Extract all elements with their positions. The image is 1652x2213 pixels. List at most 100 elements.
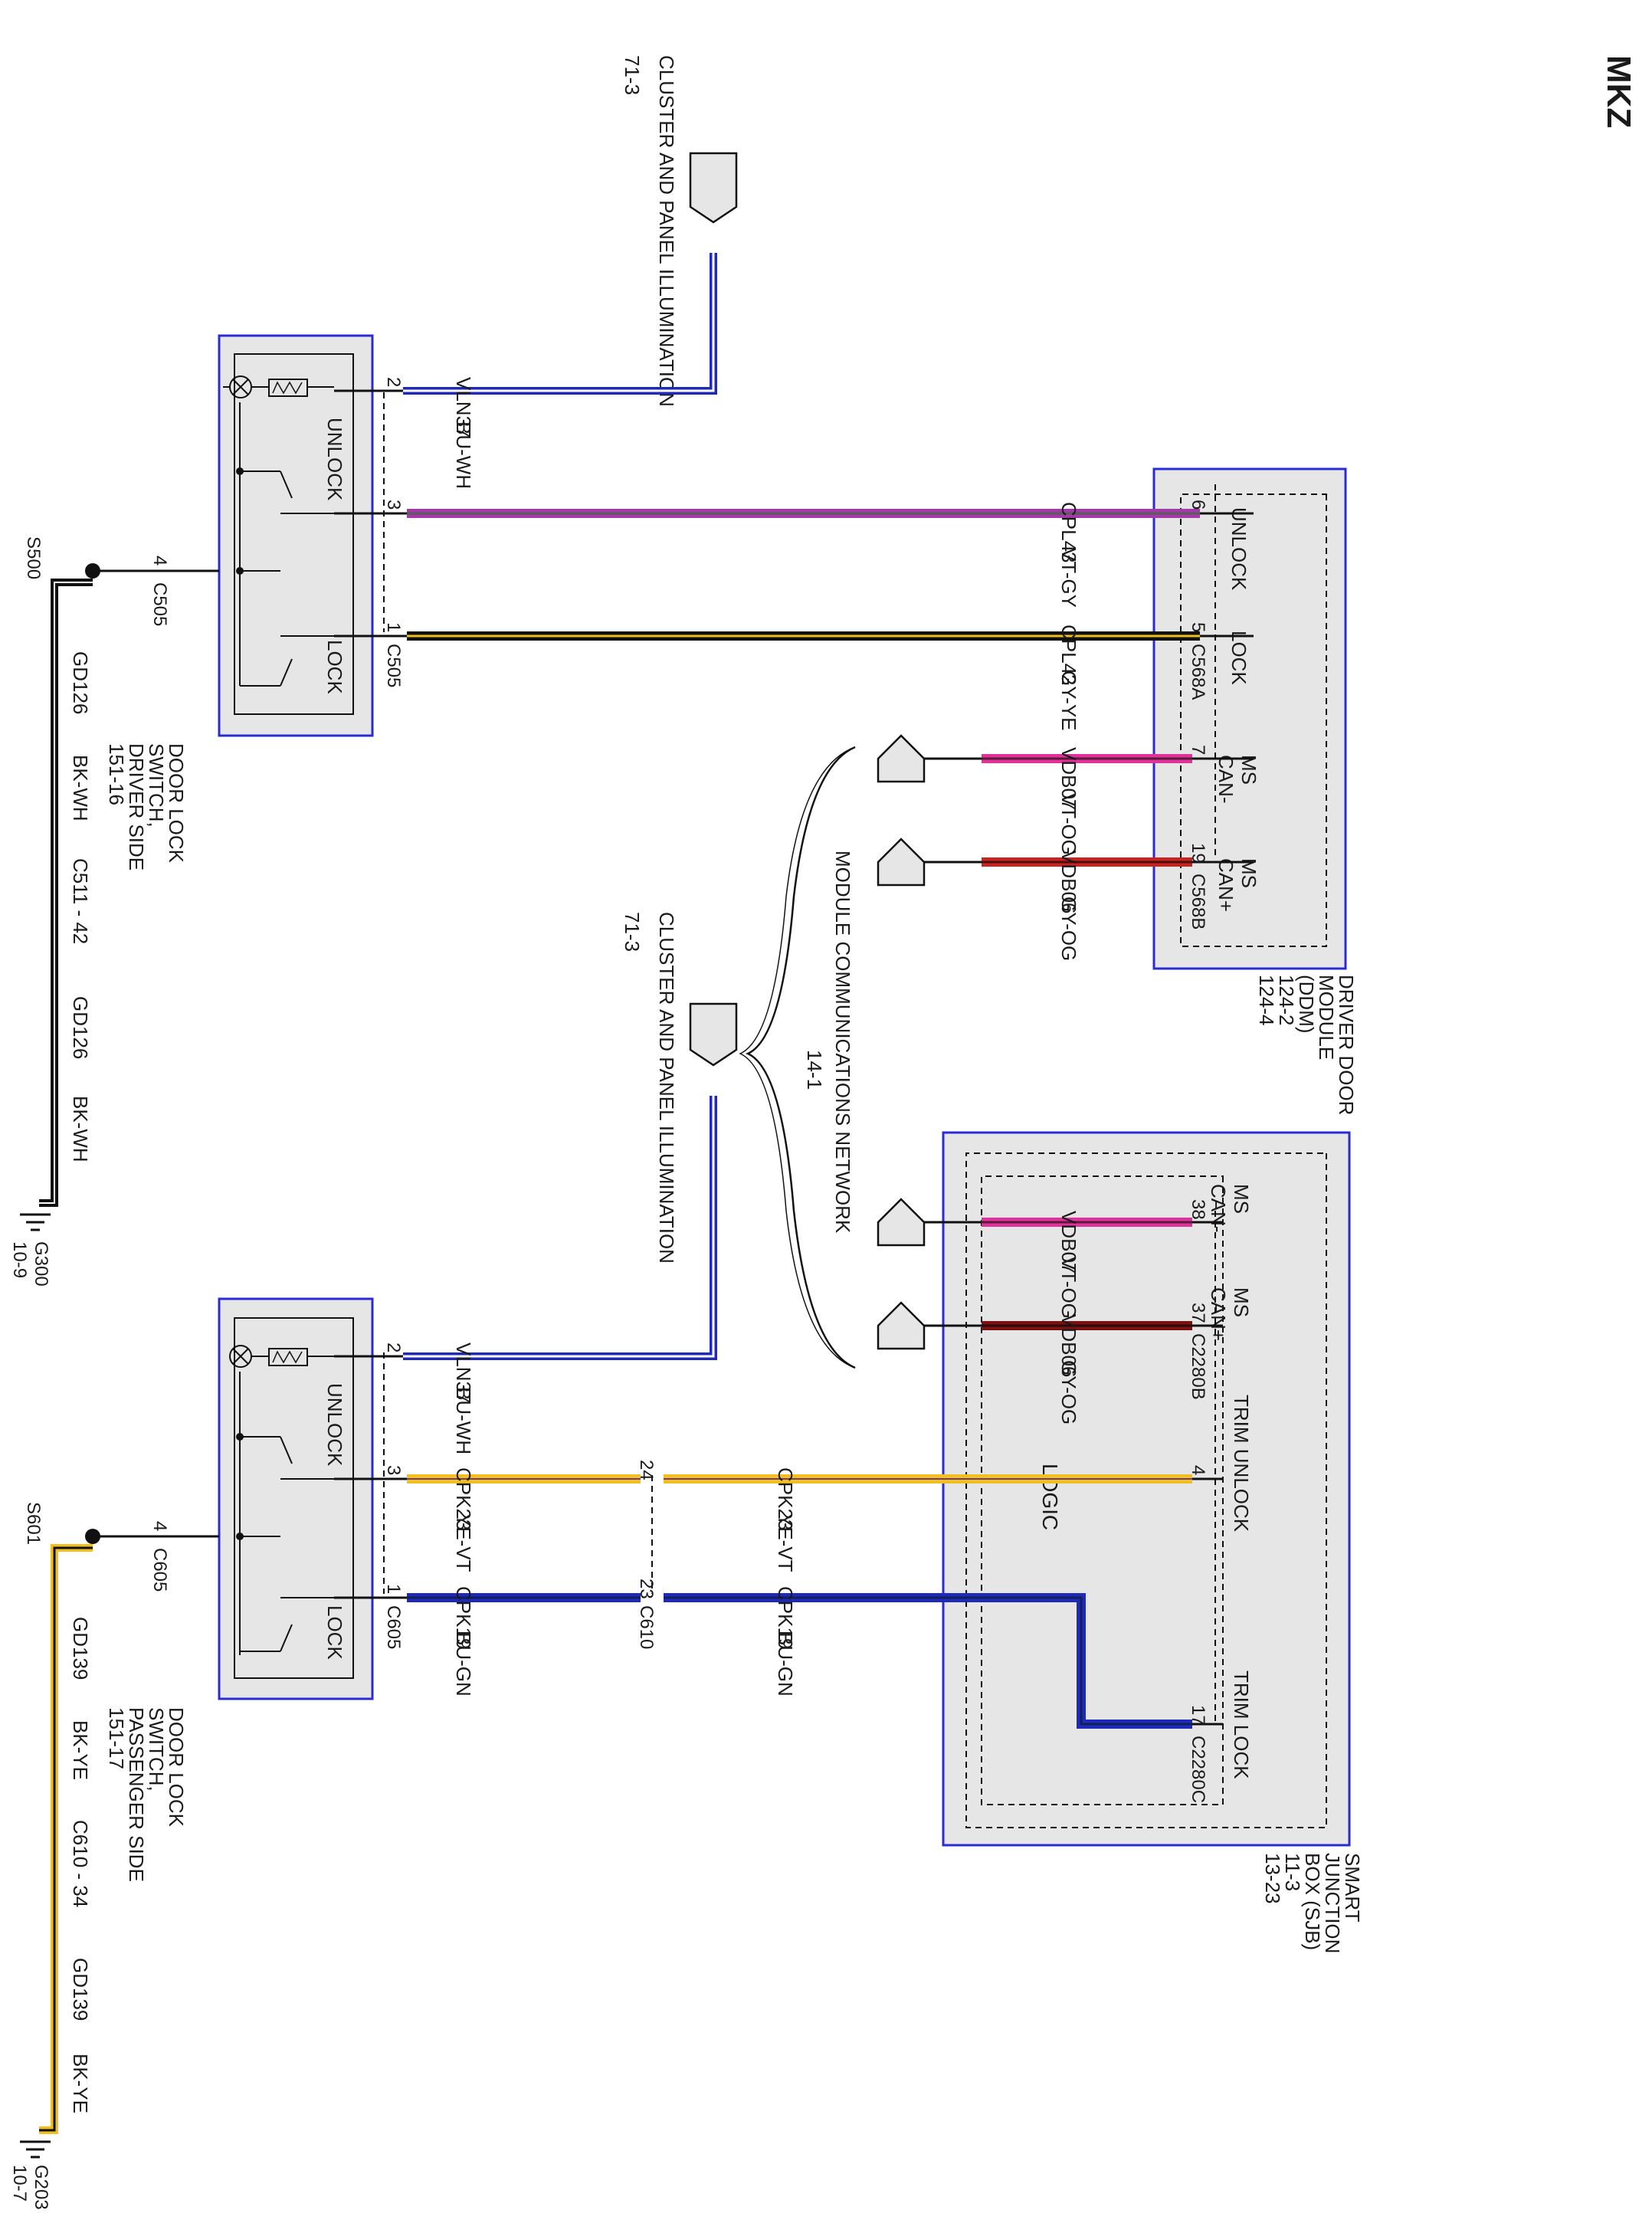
sjb-trim-lock: TRIM LOCK (1230, 1670, 1253, 1779)
driver-switch-unlock: UNLOCK (323, 418, 346, 501)
driver-switch-name-1: DOOR LOCK (165, 743, 188, 864)
cpk19-b-circuit: CPK19 (774, 1586, 797, 1649)
cpl42-circuit: CPL42 (1057, 625, 1080, 686)
vdb07-sjb-circuit: VDB07 (1057, 1211, 1080, 1274)
sjb-name-3: BOX (SJB) (1301, 1853, 1324, 1950)
vln37-top-circuit: VLN37 (452, 377, 475, 438)
driver-switch-pin-1: 1 (383, 622, 404, 632)
vdb06-sjb-circuit: VDB06 (1057, 1314, 1080, 1377)
cpk23-a-color: YE-VT (452, 1513, 475, 1572)
sjb-name-5: 13-23 (1261, 1853, 1284, 1904)
illumination-connector-top: CLUSTER AND PANEL ILLUMINATION 71-3 (621, 55, 738, 407)
c511-inline: C511 - 42 (69, 858, 92, 944)
passenger-switch-lock: LOCK (323, 1605, 346, 1660)
c610-conn: C610 (636, 1605, 657, 1649)
sjb-pin-4: 4 (1188, 1465, 1208, 1475)
c610-pin-24: 24 (636, 1460, 657, 1480)
gd126-a-color: BK-WH (69, 755, 92, 821)
cpl43-color: VT-GY (1057, 548, 1080, 608)
driver-switch-pin-4: 4 (149, 556, 170, 566)
illumination-ref-top: 71-3 (621, 55, 644, 95)
ddm-pin-5: 5 (1188, 622, 1208, 632)
ddm-can-minus-2: CAN- (1214, 755, 1237, 804)
ddm-name-4: 124-2 (1275, 975, 1298, 1026)
passenger-switch-pin-1: 1 (383, 1584, 404, 1594)
driver-switch-lock: LOCK (323, 640, 346, 694)
sjb-conn-b: C2280B (1188, 1333, 1208, 1400)
cpl42-color: GY-YE (1057, 670, 1080, 731)
sjb-pin-37: 37 (1188, 1303, 1208, 1323)
ddm-unlock-label: UNLOCK (1228, 507, 1250, 591)
wire-vln37-top: VLN37 BU-WH 2 (334, 253, 717, 489)
illumination-ref-bottom: 71-3 (621, 912, 644, 952)
model-label: MKZ (1600, 55, 1637, 128)
vdb06-ddm-circuit: VDB06 (1057, 851, 1080, 913)
gd139-a-color: BK-YE (69, 1720, 92, 1780)
passenger-switch-conn: C605 (383, 1605, 404, 1649)
ddm-pin-6: 6 (1188, 500, 1208, 510)
ddm-can-plus-2: CAN+ (1214, 858, 1237, 912)
g203-label: G203 (31, 2165, 51, 2210)
passenger-switch-unlock: UNLOCK (323, 1383, 346, 1467)
ddm-name-5: 124-4 (1255, 975, 1278, 1026)
wire-vln37-bottom: VLN37 BU-WH 2 (334, 1096, 717, 1454)
cpk19-a-circuit: CPK19 (452, 1586, 475, 1649)
wire-cpk19: CPK19 BU-GN CPK19 BU-GN 17 C2280C 23 C61… (334, 1579, 1223, 1803)
cpk19-a-color: BU-GN (452, 1632, 475, 1697)
vdb06-ddm-color: GY-OG (1057, 897, 1080, 961)
sjb-can-plus-1: MS (1230, 1287, 1253, 1317)
illumination-label-bottom: CLUSTER AND PANEL ILLUMINATION (655, 912, 678, 1264)
c610-pin-23: 23 (636, 1579, 657, 1599)
c610-34-inline: C610 - 34 (69, 1820, 92, 1907)
gd126-a-circuit: GD126 (69, 651, 92, 714)
passenger-switch-name-3: PASSENGER SIDE (125, 1707, 148, 1882)
gd139-b-circuit: GD139 (69, 1958, 92, 2021)
gd139-b-color: BK-YE (69, 2054, 92, 2113)
vln37-bottom-circuit: VLN37 (452, 1343, 475, 1404)
smart-junction-box: LOGIC MS CAN- MS CAN+ TRIM UNLOCK TRIM L… (942, 1131, 1364, 1953)
wire-cpl43: CPL43 VT-GY 6 3 (334, 500, 1254, 608)
illumination-connector-bottom: CLUSTER AND PANEL ILLUMINATION 71-3 (621, 912, 738, 1264)
sjb-can-minus-1: MS (1230, 1184, 1253, 1214)
driver-switch-pin-3: 3 (383, 500, 404, 510)
gd139-a-circuit: GD139 (69, 1617, 92, 1680)
wire-vdb06-sjb: VDB06 GY-OG 37 C2280B (877, 1301, 1223, 1425)
ddm-name-1: DRIVER DOOR (1335, 975, 1358, 1115)
wire-vdb07-ddm: VDB07 VT-OG 7 (877, 734, 1254, 855)
ddm-conn-a: C568A (1188, 644, 1208, 700)
driver-ground-circuit: 4 C505 S500 GD126 BK-WH C511 - 42 GD126 … (9, 536, 219, 1287)
passenger-door-lock-switch: UNLOCK LOCK DOOR LOCK SWITCH, PASSENGER … (105, 1297, 374, 1882)
driver-door-lock-switch: UNLOCK LOCK DOOR LOCK SWITCH, DRIVER SID… (105, 334, 374, 870)
vdb07-ddm-circuit: VDB07 (1057, 747, 1080, 810)
gd126-b-circuit: GD126 (69, 996, 92, 1059)
cpk23-b-color: YE-VT (774, 1513, 797, 1572)
network-ref: 14-1 (803, 1050, 826, 1090)
vdb07-sjb-color: VT-OG (1057, 1257, 1080, 1319)
gd126-b-color: BK-WH (69, 1096, 92, 1162)
driver-door-module: UNLOCK LOCK MS CAN- MS CAN+ DRIVER DOOR … (1152, 467, 1358, 1115)
ddm-name-2: MODULE (1315, 975, 1338, 1060)
wire-cpl42: CPL42 GY-YE 5 C568A 1 C505 (334, 622, 1254, 731)
vln37-top-color: BU-WH (452, 421, 475, 489)
sjb-pin-38: 38 (1188, 1199, 1208, 1220)
sjb-pin-17: 17 (1188, 1705, 1208, 1726)
sjb-name-1: SMART (1341, 1853, 1364, 1923)
ddm-name-3: (DDM) (1295, 975, 1318, 1034)
passenger-ground-circuit: 4 C605 S601 GD139 BK-YE C610 - 34 GD139 … (9, 1502, 219, 2210)
ddm-pin-7: 7 (1188, 745, 1208, 755)
vln37-bottom-color: BU-WH (452, 1387, 475, 1454)
cpl43-circuit: CPL43 (1057, 502, 1080, 563)
cpk19-b-color: BU-GN (774, 1632, 797, 1697)
sjb-trim-unlock: TRIM UNLOCK (1230, 1395, 1253, 1533)
wire-cpk23: CPK23 YE-VT CPK23 YE-VT 4 24 3 (334, 1460, 1223, 1572)
wire-vdb07-sjb: VDB07 VT-OG 38 (877, 1198, 1223, 1319)
driver-switch-name-4: 151-16 (105, 743, 128, 805)
illumination-label-top: CLUSTER AND PANEL ILLUMINATION (655, 55, 678, 407)
network-brace: 14-1 MODULE COMMUNICATIONS NETWORK (739, 746, 856, 1369)
ddm-pin-19: 19 (1188, 843, 1208, 864)
driver-switch-conn: C505 (383, 644, 404, 687)
ddm-lock-label: LOCK (1228, 631, 1250, 685)
sjb-name-4: 11-3 (1281, 1853, 1304, 1891)
passenger-switch-name-2: SWITCH, (145, 1707, 168, 1792)
driver-splice: S500 (23, 536, 44, 579)
